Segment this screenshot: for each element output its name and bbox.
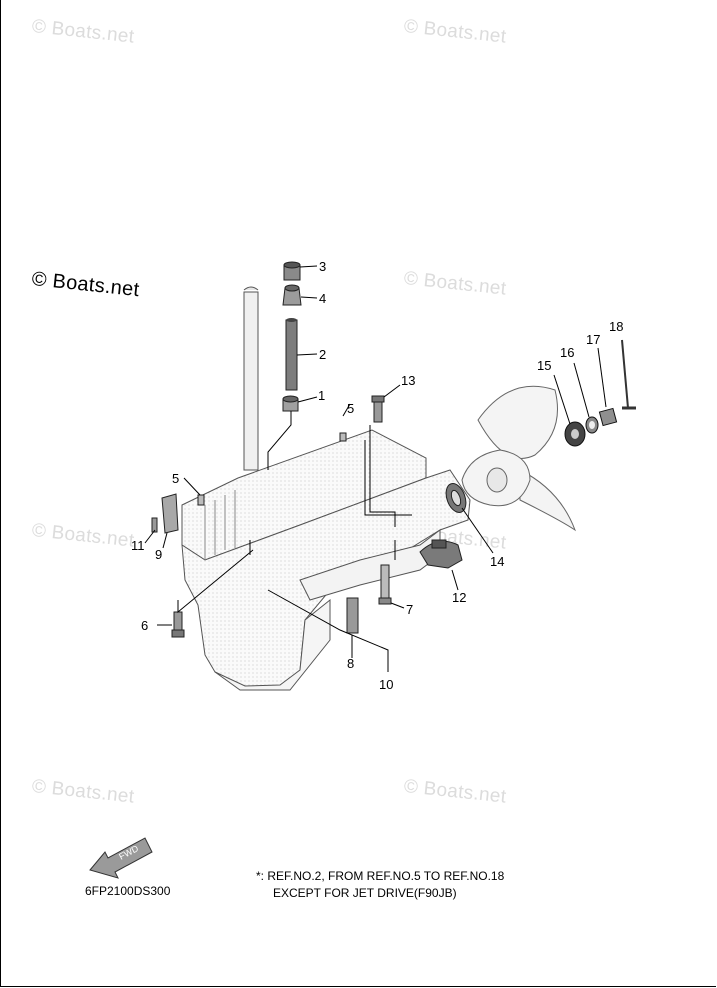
callout-13: 13: [401, 373, 415, 388]
callout-15: 15: [537, 358, 551, 373]
callout-14: 14: [490, 554, 504, 569]
callout-9: 9: [155, 547, 162, 562]
part-2-tube: [285, 318, 298, 391]
part-7-bolt: [378, 564, 392, 605]
part-6-bolt: [171, 611, 185, 638]
part-9-anode: [161, 493, 179, 534]
callout-16: 16: [560, 345, 574, 360]
callout-5-left: 5: [172, 471, 179, 486]
callout-numbers: 1 2 3 4 5 5 6 7 8 9 10 11 12 13 14 15 16…: [131, 259, 623, 692]
part-14-thrust-washer: [445, 483, 467, 513]
leader-lines: [144, 265, 607, 672]
note-line-2: EXCEPT FOR JET DRIVE(F90JB): [273, 886, 457, 900]
callout-12: 12: [452, 590, 466, 605]
diagram-code: 6FP2100DS300: [85, 884, 171, 898]
part-13-bolt: [371, 395, 385, 423]
propeller: [461, 385, 577, 532]
part-16-spacer: [585, 416, 599, 434]
callout-7: 7: [406, 602, 413, 617]
part-3-cap: [283, 261, 301, 281]
part-1-grommet: [282, 395, 299, 412]
part-12-trim-tab: [419, 539, 463, 569]
part-15-washer: [564, 421, 586, 447]
part-5-bolt-left: [197, 494, 205, 506]
callout-17: 17: [586, 332, 600, 347]
note-line-1: *: REF.NO.2, FROM REF.NO.5 TO REF.NO.18: [256, 869, 505, 883]
callout-10: 10: [379, 677, 393, 692]
part-4-seal: [282, 284, 302, 306]
part-11-bolt: [151, 517, 158, 533]
callout-8: 8: [347, 656, 354, 671]
part-18-cotter-pin: [621, 339, 636, 410]
fwd-arrow-icon: FWD: [89, 837, 153, 879]
callout-6: 6: [141, 618, 148, 633]
callout-18: 18: [609, 319, 623, 334]
callout-4: 4: [319, 291, 326, 306]
callout-2: 2: [319, 347, 326, 362]
part-17-nut: [598, 407, 618, 427]
reference-note: *: REF.NO.2, FROM REF.NO.5 TO REF.NO.18 …: [256, 868, 504, 902]
part-5-plug-top: [339, 432, 347, 442]
callout-5-top: 5: [347, 401, 354, 416]
callout-3: 3: [319, 259, 326, 274]
callout-1: 1: [318, 388, 325, 403]
part-8-anode: [346, 597, 359, 634]
callout-11: 11: [131, 538, 145, 553]
